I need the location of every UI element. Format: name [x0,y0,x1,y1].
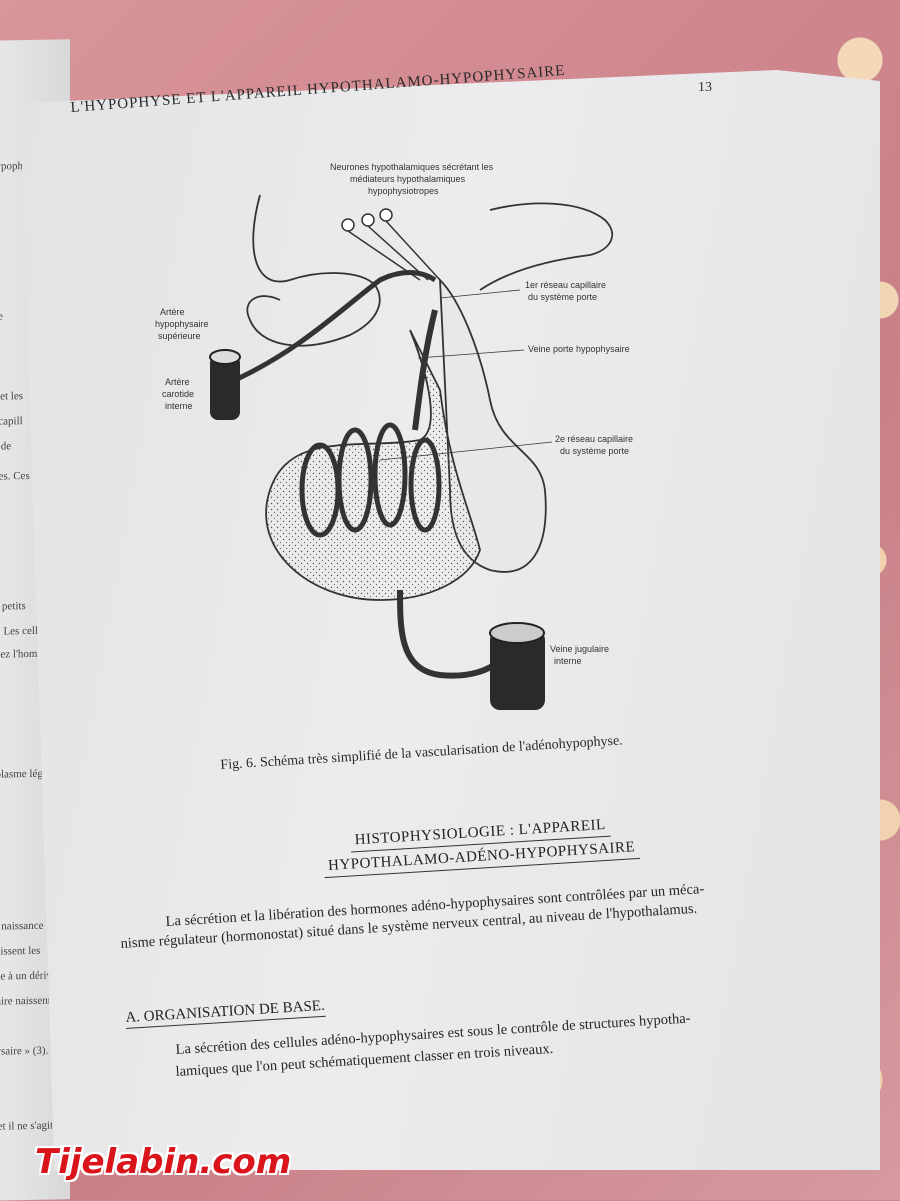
neurons-cluster [341,208,393,232]
label-neurons: Neurones hypothalamiques sécrétant les m… [330,162,494,196]
label-carotid: Artère carotide interne [162,377,194,411]
svg-text:carotide: carotide [162,389,194,399]
label-superior-artery: Artère hypophysaire supérieure [155,307,209,341]
svg-text:1er réseau capillaire: 1er réseau capillaire [525,280,606,290]
svg-text:interne: interne [554,656,582,666]
label-jugular: Veine jugulaire interne [550,644,609,666]
superior-hypophyseal-artery [233,270,437,383]
left-page-fragment: hysaire » (3). [0,1044,49,1058]
left-page-fragment: e et il ne s'agit [0,1119,52,1133]
neuron-axons [347,220,441,281]
svg-text:supérieure: supérieure [158,331,201,341]
svg-text:hypophysaire: hypophysaire [155,319,209,329]
svg-text:hypophysiotropes: hypophysiotropes [368,186,439,196]
label-portal-vein: Veine porte hypophysaire [528,344,630,354]
page-number: 13 [698,80,712,95]
book-page [20,70,880,1170]
svg-text:2e réseau capillaire: 2e réseau capillaire [555,434,633,444]
svg-text:du système porte: du système porte [528,292,597,302]
label-capillary-1: 1er réseau capillaire du système porte [525,280,606,302]
left-page-fragment: nce à un dérivé [0,969,52,983]
vascularisation-diagram: Neurones hypothalamiques sécrétant les m… [155,162,633,710]
left-page-fragment: llaire naissent [0,994,51,1008]
hypothalamus-outline [246,194,381,347]
watermark-logo: Tijelabin.com [35,1142,292,1182]
third-ventricle-outline [479,202,614,291]
leader-lines [379,289,553,461]
svg-text:interne: interne [165,401,193,411]
label-capillary-2: 2e réseau capillaire du système porte [555,434,633,456]
left-page-fragment: naissent les [0,944,41,958]
svg-text:Veine jugulaire: Veine jugulaire [550,644,609,654]
carotid-artery-vessel [210,355,240,420]
svg-text:Neurones hypothalamiques sécré: Neurones hypothalamiques sécrétant les [330,162,494,172]
svg-text:Artère: Artère [165,377,190,387]
left-page-fragment: nt naissance à [0,919,51,933]
svg-text:médiateurs hypothalamiques: médiateurs hypothalamiques [350,174,466,184]
portal-vein [412,309,438,431]
portal-outflow-vein [397,589,503,679]
svg-text:Artère: Artère [160,307,185,317]
jugular-vein-vessel [490,630,545,710]
svg-text:du système porte: du système porte [560,446,629,456]
capillary-network-2 [299,422,442,538]
